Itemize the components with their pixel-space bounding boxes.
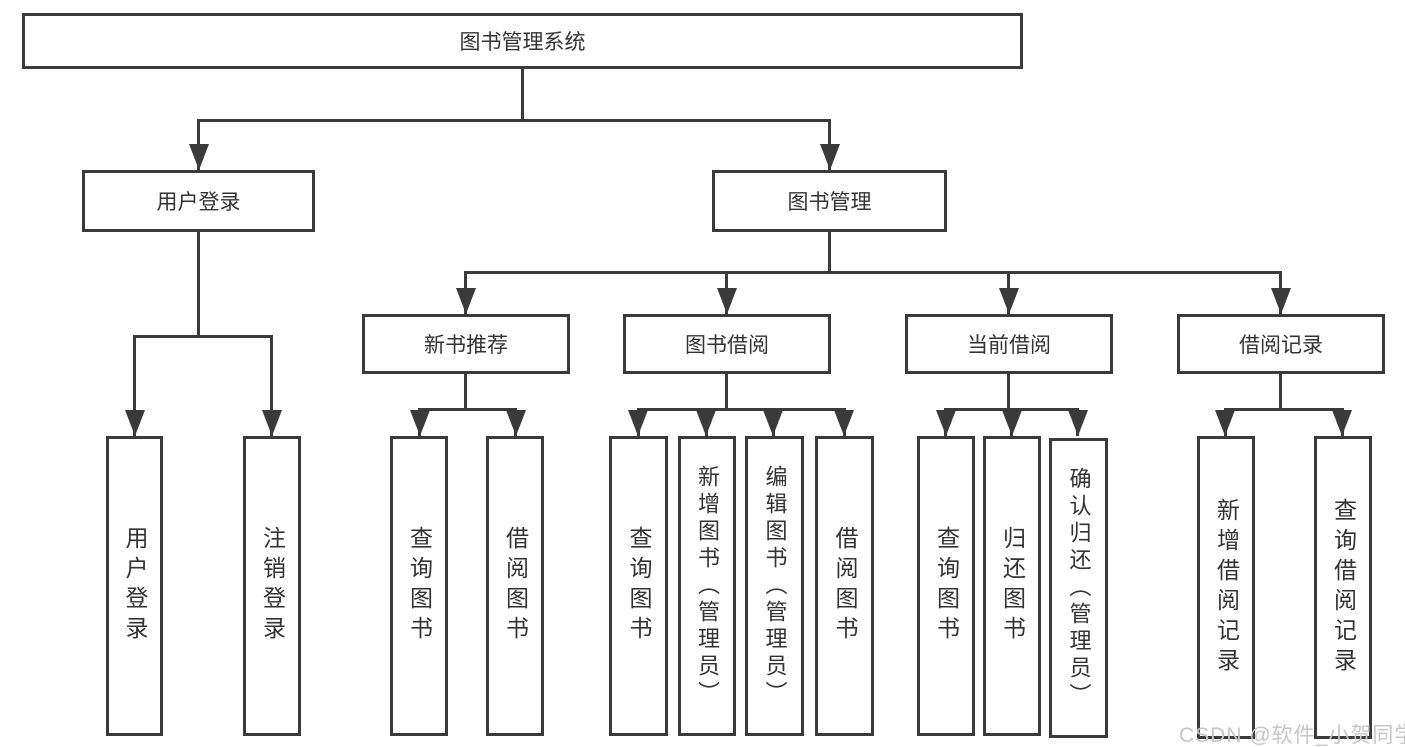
arrowhead-down-icon: [506, 410, 526, 436]
connector-stem: [270, 335, 273, 436]
leaf-add-borrow-record: 新增借阅记录: [1197, 436, 1255, 739]
leaf-edit-books-admin: 编辑图书（管理员）: [745, 436, 804, 736]
node-current-borrow: 当前借阅: [905, 314, 1113, 374]
arrowhead-down-icon: [1271, 288, 1291, 314]
connector-hline: [1224, 408, 1344, 411]
connector-vline: [197, 232, 200, 335]
leaf-return-books: 归还图书: [983, 436, 1041, 736]
node-book-borrow: 图书借阅: [623, 314, 831, 374]
node-user-login: 用户登录: [82, 170, 315, 232]
node-borrow-records: 借阅记录: [1177, 314, 1385, 374]
leaf-query-borrow-record: 查询借阅记录: [1314, 436, 1372, 739]
arrowhead-down-icon: [1215, 410, 1235, 436]
leaf-logout: 注销登录: [243, 436, 301, 736]
leaf-borrow-books: 借阅图书: [815, 436, 874, 736]
arrowhead-down-icon: [763, 410, 783, 436]
connector-stem: [133, 335, 136, 436]
arrowhead-down-icon: [125, 410, 145, 436]
arrowhead-down-icon: [696, 410, 716, 436]
arrowhead-down-icon: [1068, 410, 1088, 436]
leaf-user-login: 用户登录: [106, 436, 163, 736]
arrowhead-down-icon: [999, 288, 1019, 314]
leaf-confirm-return-admin: 确认归还（管理员）: [1049, 438, 1108, 738]
arrowhead-down-icon: [834, 410, 854, 436]
arrowhead-down-icon: [820, 144, 840, 170]
connector-vline: [725, 374, 728, 408]
leaf-add-books-admin: 新增图书（管理员）: [678, 436, 736, 736]
arrowhead-down-icon: [189, 144, 209, 170]
node-book-management: 图书管理: [712, 170, 947, 232]
connector-vline: [1279, 374, 1282, 408]
connector-vline: [521, 69, 524, 119]
arrowhead-down-icon: [1002, 410, 1022, 436]
connector-vline: [828, 232, 831, 271]
arrowhead-down-icon: [717, 288, 737, 314]
connector-hline: [133, 335, 273, 338]
arrowhead-down-icon: [1332, 410, 1352, 436]
arrowhead-down-icon: [628, 410, 648, 436]
connector-hline: [637, 408, 846, 411]
watermark: CSDN @软件_小贺同学: [1179, 724, 1405, 747]
connector-vline: [1007, 374, 1010, 408]
connector-vline: [464, 374, 467, 408]
arrowhead-down-icon: [456, 288, 476, 314]
connector-hline: [418, 408, 517, 411]
arrowhead-down-icon: [410, 410, 430, 436]
leaf-borrow-books: 借阅图书: [486, 436, 544, 736]
node-root-system: 图书管理系统: [22, 13, 1023, 69]
connector-hline: [197, 119, 831, 122]
leaf-query-books: 查询图书: [609, 436, 668, 736]
leaf-query-books: 查询图书: [390, 436, 448, 736]
arrowhead-down-icon: [936, 410, 956, 436]
node-new-book-recommend: 新书推荐: [362, 314, 570, 374]
connector-hline: [464, 271, 1282, 274]
leaf-query-books: 查询图书: [917, 436, 975, 736]
arrowhead-down-icon: [262, 410, 282, 436]
